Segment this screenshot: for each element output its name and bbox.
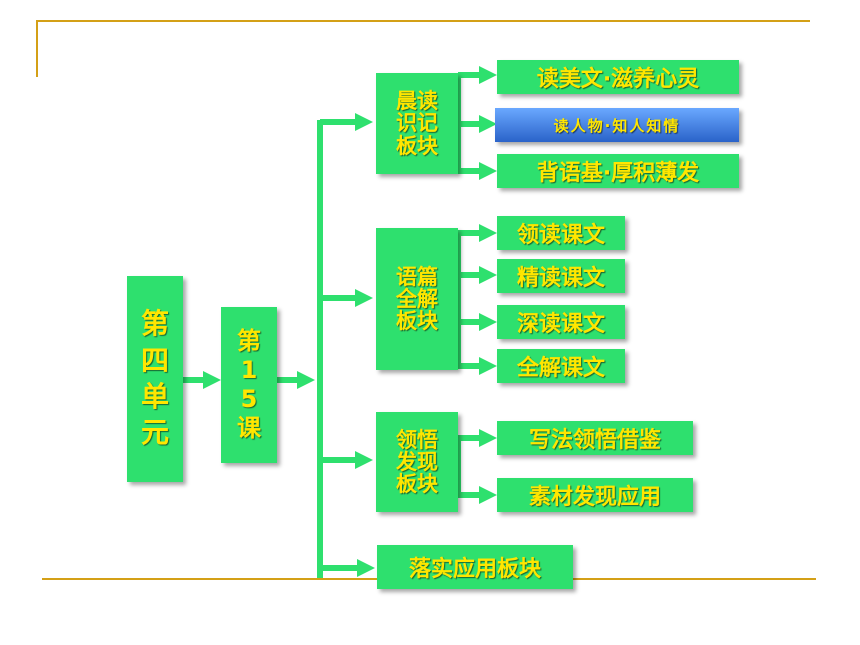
section-1-item-3: 背语基·厚积薄发 <box>497 154 739 188</box>
section-title-line: 板块 <box>396 133 438 158</box>
section-2-item-2: 精读课文 <box>497 259 625 293</box>
unit-char: 单 <box>140 380 169 413</box>
section-title-line: 识记 <box>396 111 438 136</box>
lesson-char: 课 <box>237 413 261 442</box>
unit-char: 第 <box>140 307 169 341</box>
section-2-item-1: 领读课文 <box>497 216 625 250</box>
section-2-item-4: 全解课文 <box>497 349 625 383</box>
section-title-line: 发现 <box>396 449 438 474</box>
section-1-item-2: 读人物·知人知情 <box>495 108 739 142</box>
unit-char: 元 <box>140 416 169 450</box>
left-rule <box>36 20 38 77</box>
section-title-line: 全解 <box>396 286 438 311</box>
unit-char: 四 <box>140 343 169 377</box>
section-title-line: 领悟 <box>396 427 438 452</box>
lesson-char: 第 <box>237 327 261 356</box>
section-box-3: 领悟 发现 板块 <box>376 412 458 512</box>
lesson-char: 1 <box>240 356 258 385</box>
section-box-2: 语篇 全解 板块 <box>376 228 458 370</box>
lesson-char: 5 <box>240 385 258 413</box>
section-3-item-2: 素材发现应用 <box>497 478 693 512</box>
final-section-box: 落实应用板块 <box>377 545 573 589</box>
section-title-line: 语篇 <box>396 264 438 289</box>
section-3-item-1: 写法领悟借鉴 <box>497 421 693 455</box>
lesson-box: 第 1 5 课 <box>221 307 277 463</box>
section-1-item-1: 读美文·滋养心灵 <box>497 60 739 94</box>
section-title-line: 板块 <box>396 309 438 334</box>
section-2-item-3: 深读课文 <box>497 305 625 339</box>
section-title-line: 板块 <box>396 472 438 497</box>
section-title-line: 晨读 <box>396 89 438 114</box>
section-box-1: 晨读 识记 板块 <box>376 73 458 174</box>
top-rule <box>36 20 810 22</box>
unit-box: 第 四 单 元 <box>127 276 183 482</box>
